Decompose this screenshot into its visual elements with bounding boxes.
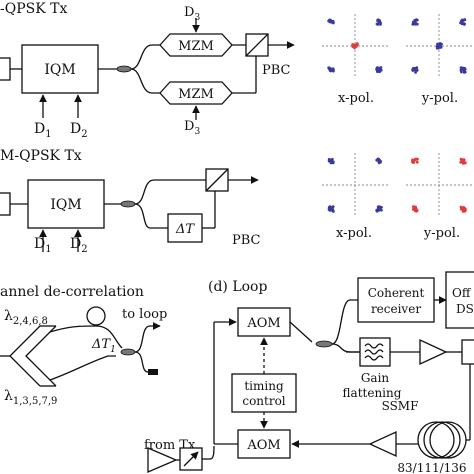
coupler-d bbox=[315, 340, 333, 348]
ssmf-fiber-spool bbox=[417, 421, 467, 459]
mzm-top-label: MZM bbox=[178, 39, 214, 54]
amplifier-input bbox=[147, 447, 178, 473]
b-ypol-label: y-pol. bbox=[423, 226, 460, 241]
coupler bbox=[116, 65, 132, 73]
amplifier-right bbox=[419, 338, 448, 366]
constellation-point bbox=[375, 205, 383, 213]
coherent-line2: receiver bbox=[371, 302, 421, 316]
constellation-point bbox=[375, 18, 382, 26]
offline-dsp-box bbox=[445, 271, 474, 329]
ssmf-label: SSMF bbox=[382, 399, 419, 413]
timing-line1: timing bbox=[244, 379, 284, 393]
panel-b-pol-mux-tx: M-QPSK Tx IQM D1 D2 ΔT PBC x-pol. y bbox=[0, 148, 472, 255]
panel-d-recirculating-loop: (d) Loop AOM AOM timing control Coherent… bbox=[144, 271, 474, 474]
panel-d-title: (d) Loop bbox=[208, 279, 267, 295]
mzm-bottom-label: MZM bbox=[178, 87, 214, 102]
coupler-b bbox=[120, 200, 136, 208]
delay-label-b: ΔT bbox=[175, 222, 195, 237]
constellation-point bbox=[411, 157, 419, 164]
panel-c-title: annel de-correlation bbox=[0, 284, 144, 300]
aom-top-label: AOM bbox=[246, 316, 280, 331]
aom-bottom-box bbox=[237, 429, 291, 459]
coherent-line1: Coherent bbox=[368, 286, 425, 300]
timing-line2: control bbox=[242, 394, 285, 408]
ssmf-length-label: 83/111/136 bbox=[397, 461, 466, 474]
constellation-point bbox=[411, 205, 419, 213]
constellation-point bbox=[459, 157, 467, 165]
constellation-point bbox=[411, 18, 419, 26]
a-ypol-label: y-pol. bbox=[421, 91, 458, 106]
gain-line1: Gain bbox=[361, 371, 390, 385]
fiber-termination bbox=[148, 369, 158, 375]
d2-label: D2 bbox=[70, 121, 88, 140]
gain-flattening-filter bbox=[359, 337, 391, 367]
gain-line2: flattening bbox=[343, 386, 402, 400]
iqm-label-b: IQM bbox=[50, 197, 81, 213]
laser-source-box bbox=[0, 57, 11, 81]
delay-box-b bbox=[167, 213, 203, 243]
laser-source-box-b bbox=[0, 192, 11, 216]
panel-c-channel-decorrelation: annel de-correlation λ2,4,6,8 λ1,3,5,7,9… bbox=[0, 284, 167, 407]
amplifier-bottom bbox=[368, 430, 397, 458]
lambda-odd-label: λ1,3,5,7,9 bbox=[4, 388, 57, 407]
constellation-point bbox=[327, 205, 335, 213]
constellation-point bbox=[459, 18, 467, 26]
d1-label-b: D1 bbox=[34, 236, 52, 255]
lambda-even-label: λ2,4,6,8 bbox=[4, 308, 48, 327]
constellation-b-x bbox=[322, 153, 388, 217]
delay-fibre-coil bbox=[86, 306, 106, 326]
pbc-label-b: PBC bbox=[232, 233, 261, 248]
d3-bottom-label: D3 bbox=[184, 119, 200, 137]
constellation-point bbox=[459, 66, 467, 74]
constellation-point bbox=[411, 66, 419, 74]
c-delay-label: ΔT1 bbox=[91, 337, 116, 355]
panel-b-title: M-QPSK Tx bbox=[0, 148, 82, 164]
coupler-c bbox=[120, 348, 136, 356]
aom-bottom-label: AOM bbox=[246, 438, 280, 453]
d1-label: D1 bbox=[34, 121, 52, 140]
constellation-point bbox=[459, 205, 467, 213]
constellation-point-centre bbox=[435, 42, 443, 50]
constellation-a-y bbox=[406, 14, 472, 78]
d2-label-b: D2 bbox=[70, 236, 88, 255]
constellation-point bbox=[327, 18, 335, 25]
constellation-point bbox=[375, 66, 383, 74]
panel-a-title: -QPSK Tx bbox=[0, 1, 67, 17]
to-loop-label: to loop bbox=[122, 307, 167, 322]
constellation-point bbox=[375, 157, 383, 165]
d3-top-label: D3 bbox=[184, 5, 200, 23]
clipped-box-right bbox=[461, 339, 474, 365]
interleaver bbox=[9, 325, 41, 387]
constellation-point bbox=[327, 66, 335, 73]
constellation-b-y bbox=[406, 153, 472, 217]
a-xpol-label: x-pol. bbox=[338, 91, 374, 106]
constellation-a-x bbox=[322, 14, 388, 78]
constellation-point bbox=[327, 157, 335, 165]
panel-a-dual-pol-tx: -QPSK Tx IQM D1 D2 MZM D3 MZM D3 PBC bbox=[0, 1, 472, 140]
constellation-point-centre bbox=[351, 42, 359, 50]
b-xpol-label: x-pol. bbox=[336, 226, 372, 241]
iqm-label: IQM bbox=[44, 62, 75, 78]
pbc-label: PBC bbox=[262, 63, 291, 78]
offline-line2: DS bbox=[456, 302, 474, 316]
offline-line1: Off bbox=[452, 286, 472, 300]
